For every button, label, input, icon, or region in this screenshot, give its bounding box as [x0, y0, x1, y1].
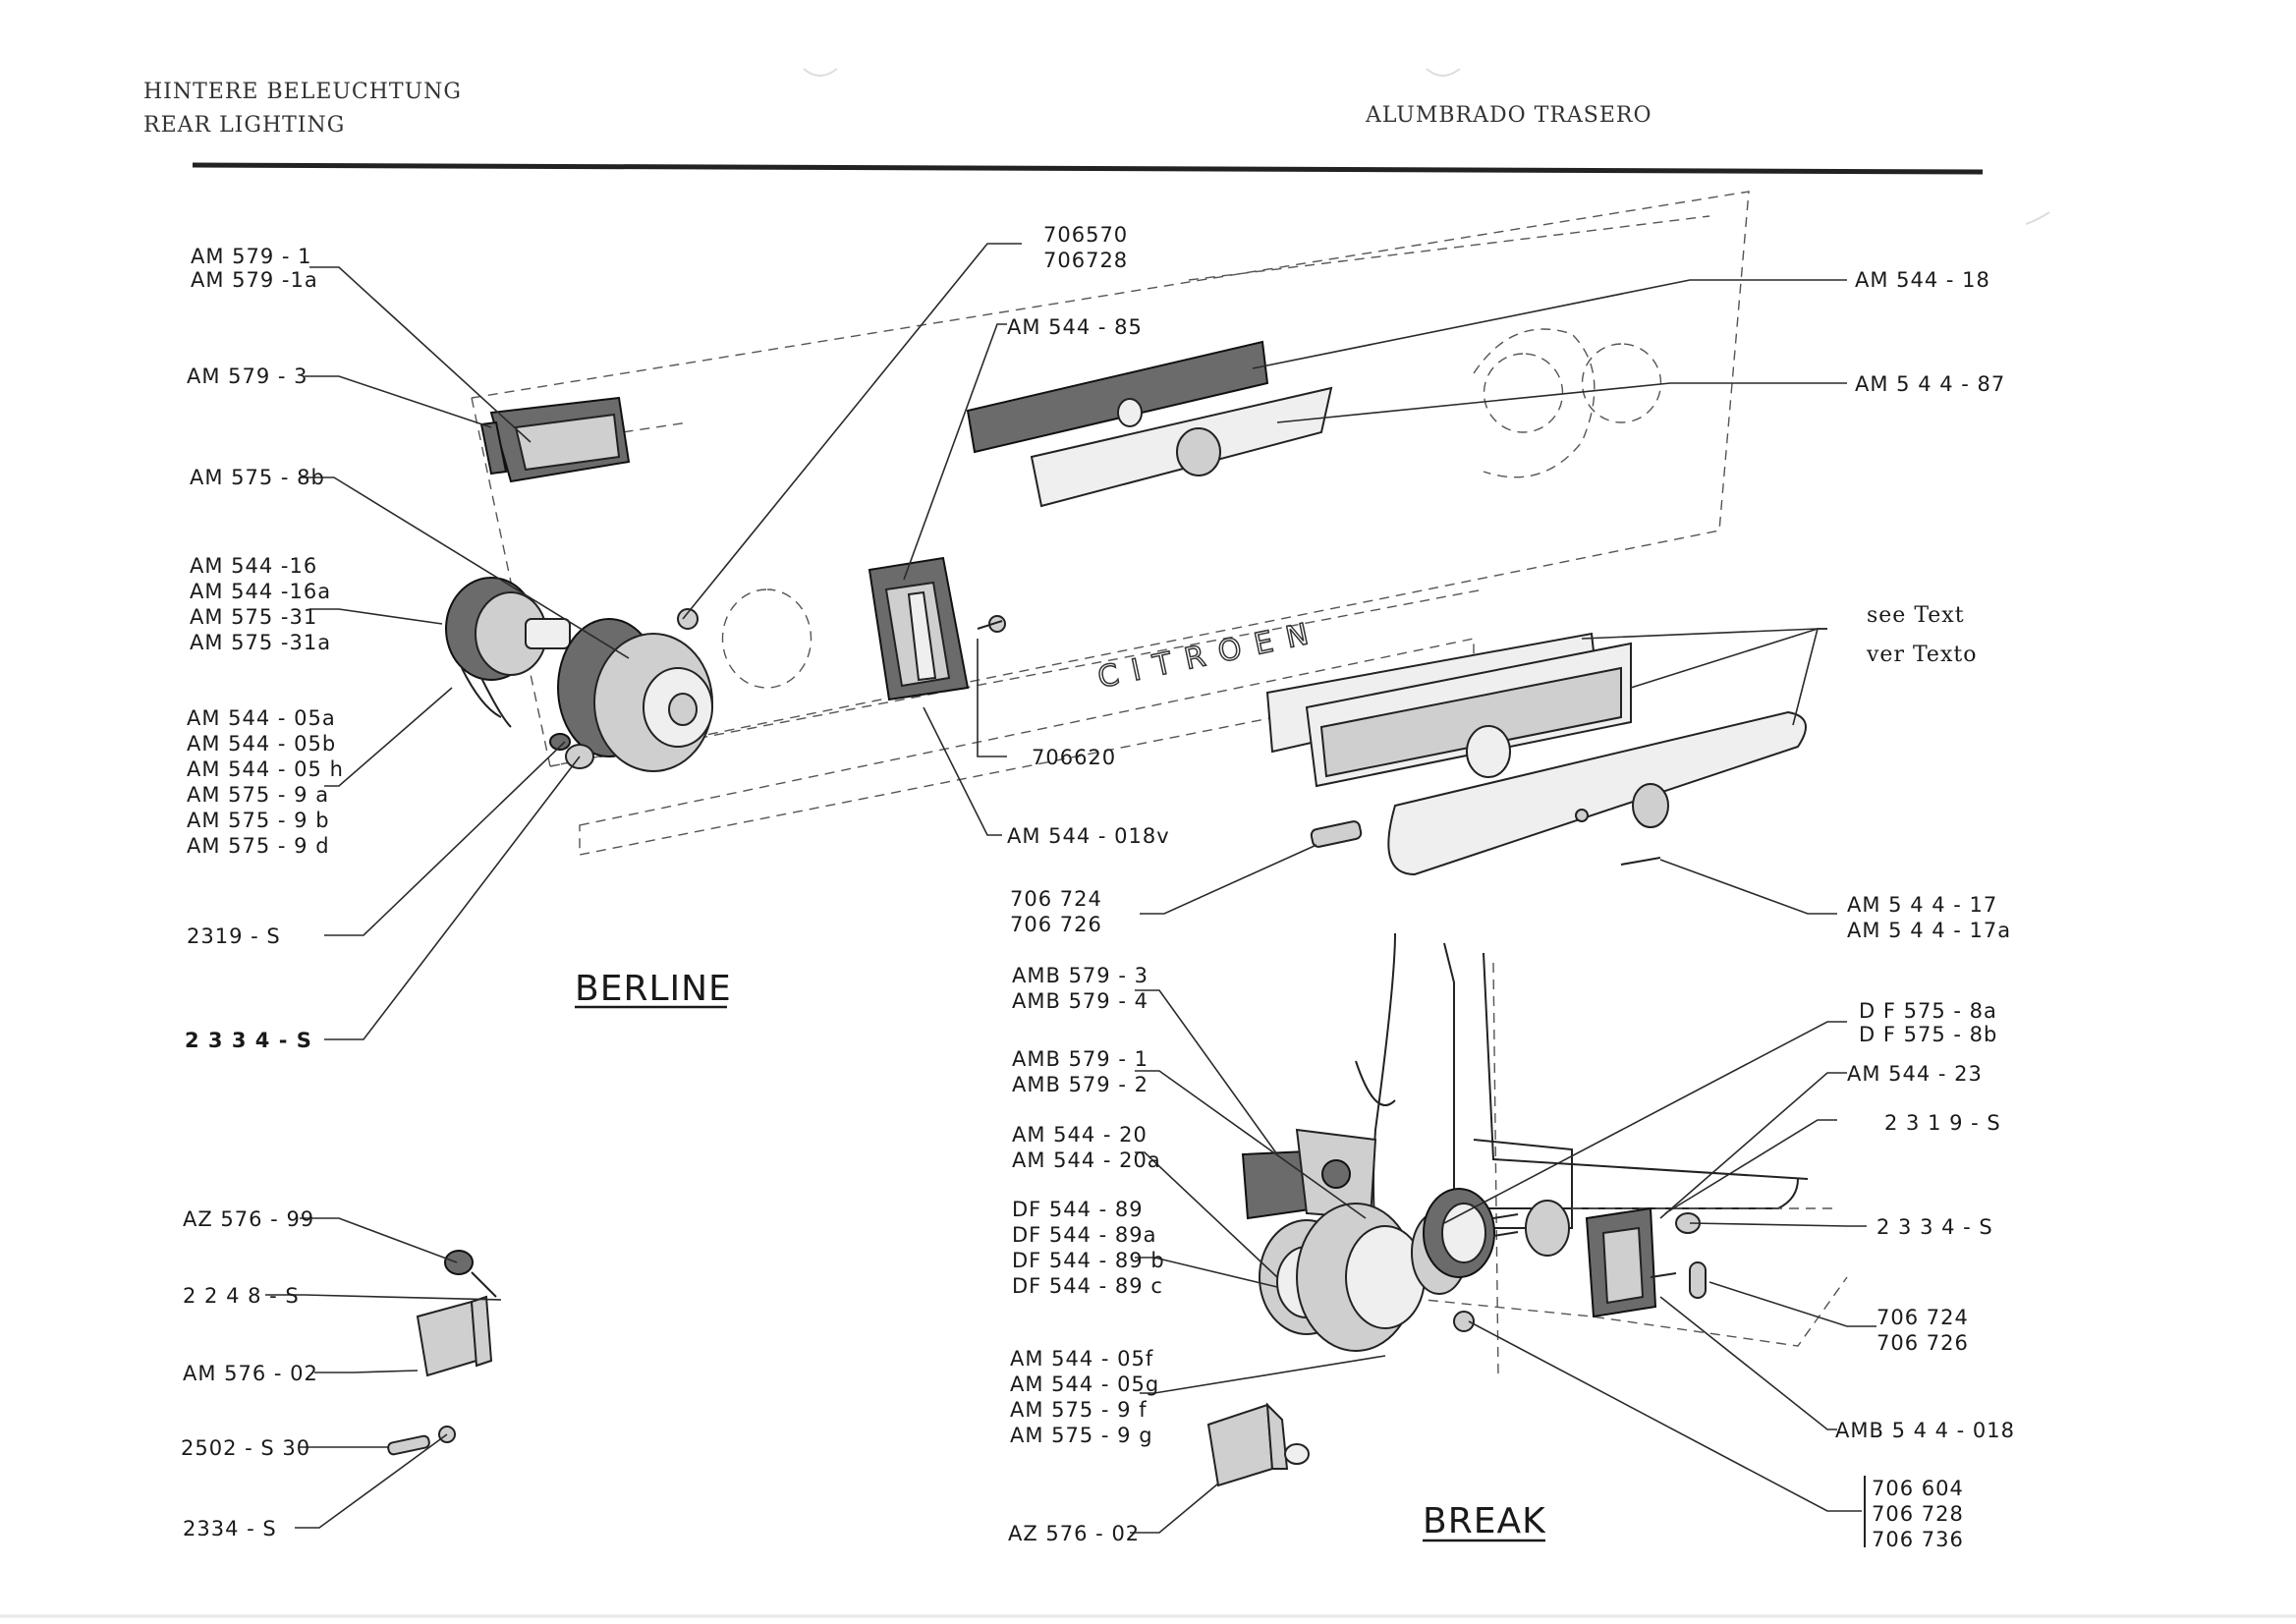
break-plate-lamp-assembly: [1265, 632, 1807, 876]
header-title-en: REAR LIGHTING: [143, 113, 345, 138]
svg-text:AM 579 - 3: AM 579 - 3: [187, 364, 308, 388]
svg-text:AMB 5 4 4 - 018: AMB 5 4 4 - 018: [1835, 1419, 2015, 1442]
break-bracket-part: [1206, 1402, 1310, 1487]
svg-text:AM 544 - 85: AM 544 - 85: [1007, 315, 1143, 339]
label-2334-s: 2334 - S: [183, 1517, 277, 1540]
svg-text:AZ 576 - 02: AZ 576 - 02: [1008, 1522, 1140, 1545]
section-title-berline: BERLINE: [575, 969, 732, 1009]
label-am544-18: AM 544 - 18: [1855, 268, 1990, 292]
header-title-de: HINTERE BELEUCHTUNG: [143, 80, 462, 104]
svg-text:2502 - S 30: 2502 - S 30: [181, 1436, 310, 1460]
svg-text:D F 575 - 8aD F 575 - 8b: D F 575 - 8aD F 575 - 8b: [1859, 999, 1997, 1046]
svg-text:2 3 1 9 - S: 2 3 1 9 - S: [1884, 1111, 2001, 1135]
label-2334-s-break: 2 3 3 4 - S: [1876, 1215, 1993, 1239]
berline-center-lamp: [868, 556, 1006, 701]
svg-text:AM 5 4 4 - 87: AM 5 4 4 - 87: [1855, 372, 2005, 396]
citroen-lettering: CITROEN: [1094, 614, 1324, 695]
berline-rear-lamp-assembly: [445, 577, 713, 772]
label-706620: 706620: [1032, 746, 1116, 769]
punch-holes: [803, 68, 2050, 225]
leader-lines: [265, 243, 1876, 1547]
svg-text:2 3 3 4 - S: 2 3 3 4 - S: [185, 1029, 312, 1052]
svg-text:2319 - S: 2319 - S: [187, 924, 281, 948]
label-am544-018v: AM 544 - 018v: [1007, 824, 1170, 848]
svg-text:AM 575 - 8b: AM 575 - 8b: [190, 466, 325, 489]
berline-side-lamp-unit: [479, 396, 631, 483]
label-2319-s: 2319 - S: [187, 924, 281, 948]
break-rear-lamp-assembly: [1259, 1188, 1519, 1352]
svg-text:2 3 3 4 - S: 2 3 3 4 - S: [1876, 1215, 1993, 1239]
section-break: BREAK: [1423, 1501, 1546, 1542]
label-am544-23: AM 544 - 23: [1847, 1062, 1983, 1086]
svg-text:2 2 4 8 - S: 2 2 4 8 - S: [183, 1284, 300, 1308]
label-az576-99: AZ 576 - 99: [183, 1207, 314, 1231]
break-center-lamp: [1453, 1206, 1707, 1332]
header-title-es: ALUMBRADO TRASERO: [1365, 103, 1652, 128]
svg-text:AZ 576 - 99: AZ 576 - 99: [183, 1207, 314, 1231]
label-2248-s: 2 2 4 8 - S: [183, 1284, 300, 1308]
label-2334-s-bold: 2 3 3 4 - S: [185, 1029, 312, 1052]
label-2319-s-break: 2 3 1 9 - S: [1884, 1111, 2001, 1135]
label-az576-02: AZ 576 - 02: [1008, 1522, 1140, 1545]
svg-text:AM 544 - 018v: AM 544 - 018v: [1007, 824, 1170, 848]
svg-text:AM 576 - 02: AM 576 - 02: [183, 1362, 318, 1385]
label-am544-85: AM 544 - 85: [1007, 315, 1143, 339]
berline-plate-holder: [966, 340, 1333, 508]
berline-bracket-parts: [387, 1250, 497, 1456]
svg-text:AM 579 - 1AM 579 -1a: AM 579 - 1AM 579 -1a: [191, 245, 318, 292]
label-2502-s30: 2502 - S 30: [181, 1436, 310, 1460]
label-am575-8b: AM 575 - 8b: [190, 466, 325, 489]
section-title-break: BREAK: [1423, 1501, 1546, 1541]
svg-text:2334 - S: 2334 - S: [183, 1517, 277, 1540]
label-amb544-018: AMB 5 4 4 - 018: [1835, 1419, 2015, 1442]
label-am544-87: AM 5 4 4 - 87: [1855, 372, 2005, 396]
label-am576-02: AM 576 - 02: [183, 1362, 318, 1385]
header-rule: [192, 162, 1984, 175]
svg-text:706620: 706620: [1032, 746, 1116, 769]
label-am579-3: AM 579 - 3: [187, 364, 308, 388]
svg-text:AM 544 - 23: AM 544 - 23: [1847, 1062, 1983, 1086]
svg-text:AM 544 - 18: AM 544 - 18: [1855, 268, 1990, 292]
section-berline: BERLINE: [575, 969, 732, 1009]
